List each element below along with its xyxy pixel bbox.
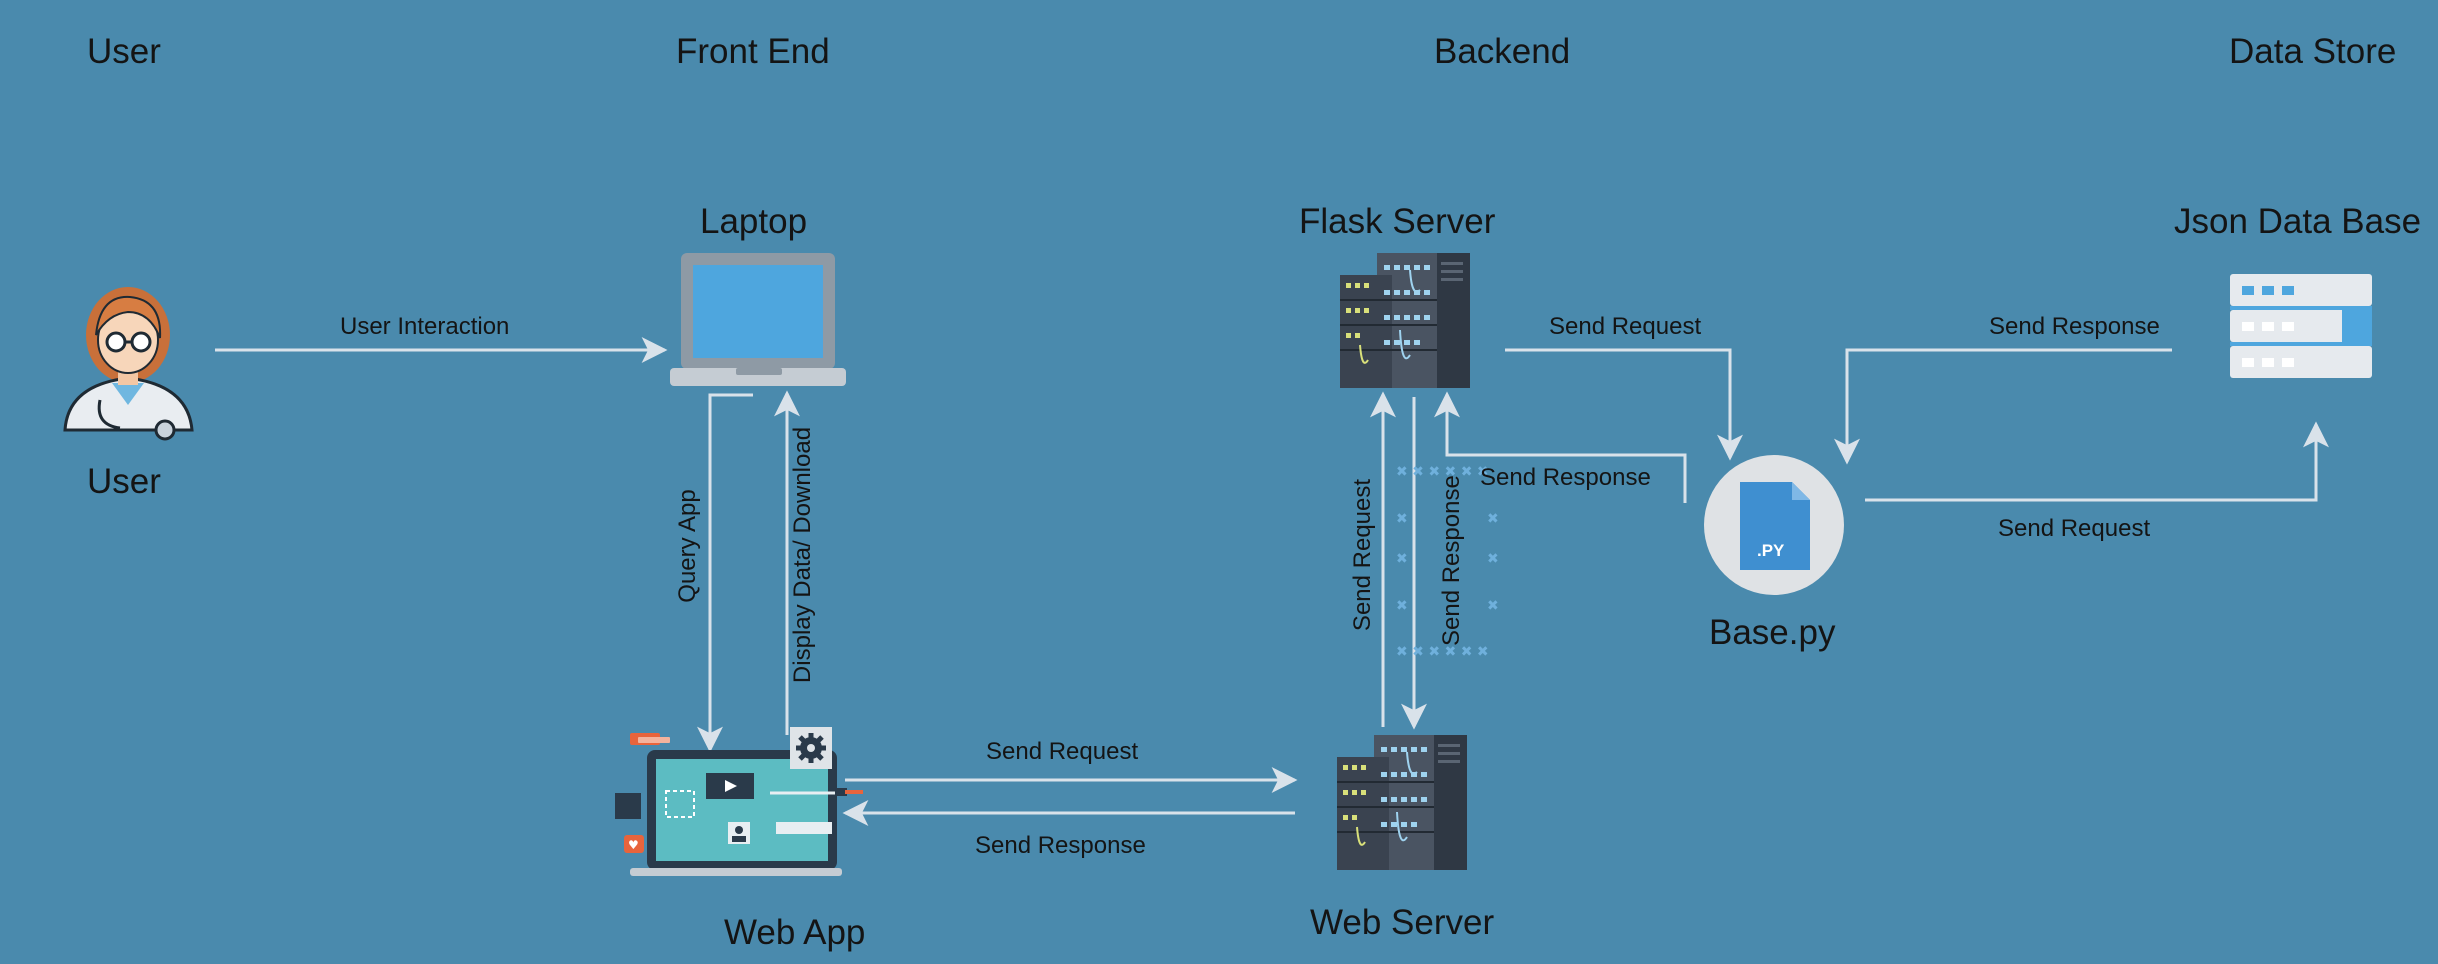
user-interaction-label: User Interaction <box>340 313 510 340</box>
flask-send-request-arrow <box>1505 348 1743 461</box>
web-app-icon: ♥ <box>615 727 863 876</box>
svg-text:♥: ♥ <box>628 838 639 852</box>
ws-send-response-label: Send Response <box>1438 475 1465 646</box>
json-database-label: Json Data Base <box>2174 202 2422 241</box>
webapp-send-request-label: Send Request <box>986 738 1139 765</box>
svg-text:✖ ✖ ✖ ✖ ✖ ✖: ✖ ✖ ✖ ✖ ✖ ✖ <box>1396 644 1489 660</box>
svg-text:✖: ✖ <box>1487 598 1499 614</box>
database-icon <box>2230 274 2372 378</box>
dotted-decoration: ✖ ✖ ✖ ✖ ✖ ✖ ✖ ✖ ✖ ✖ ✖ ✖ ✖ ✖ ✖ ✖ ✖ ✖ <box>1396 464 1499 660</box>
py-badge: .PY <box>1757 541 1785 560</box>
column-header-backend: Backend <box>1434 32 1571 71</box>
query-app-arrow <box>697 393 753 753</box>
svg-text:✖ ✖ ✖ ✖ ✖ ✖: ✖ ✖ ✖ ✖ ✖ ✖ <box>1396 464 1489 480</box>
json-send-request-arrow <box>1865 421 2329 502</box>
user-label: User <box>87 462 161 501</box>
svg-text:✖: ✖ <box>1487 551 1499 567</box>
flask-send-request-label: Send Request <box>1549 313 1702 340</box>
column-header-frontend: Front End <box>676 32 830 71</box>
json-send-response-arrow <box>1834 348 2172 465</box>
laptop-label: Laptop <box>700 202 808 241</box>
svg-text:✖: ✖ <box>1396 511 1408 527</box>
web-server-icon <box>1336 734 1468 871</box>
base-py-label: Base.py <box>1709 613 1836 652</box>
column-header-user: User <box>87 32 161 71</box>
ws-send-request-label: Send Request <box>1349 478 1376 632</box>
webapp-send-response-label: Send Response <box>975 832 1146 859</box>
web-app-label: Web App <box>724 913 866 952</box>
svg-text:✖: ✖ <box>1487 511 1499 527</box>
svg-text:✖: ✖ <box>1396 598 1408 614</box>
web-server-label: Web Server <box>1310 903 1495 942</box>
user-avatar-icon <box>63 287 194 441</box>
laptop-icon <box>670 253 846 386</box>
flask-send-response-label: Send Response <box>1480 464 1651 491</box>
flask-server-label: Flask Server <box>1299 202 1496 241</box>
svg-text:✖: ✖ <box>1396 551 1408 567</box>
python-file-icon <box>1704 455 1844 595</box>
json-send-response-label: Send Response <box>1989 313 2160 340</box>
display-data-label: Display Data/ Download <box>789 426 816 684</box>
flask-server-icon <box>1340 253 1470 388</box>
flask-send-response-arrow <box>1434 391 1687 503</box>
json-send-request-label: Send Request <box>1998 515 2151 542</box>
query-app-label: Query App <box>674 489 701 603</box>
column-header-datastore: Data Store <box>2229 32 2397 71</box>
